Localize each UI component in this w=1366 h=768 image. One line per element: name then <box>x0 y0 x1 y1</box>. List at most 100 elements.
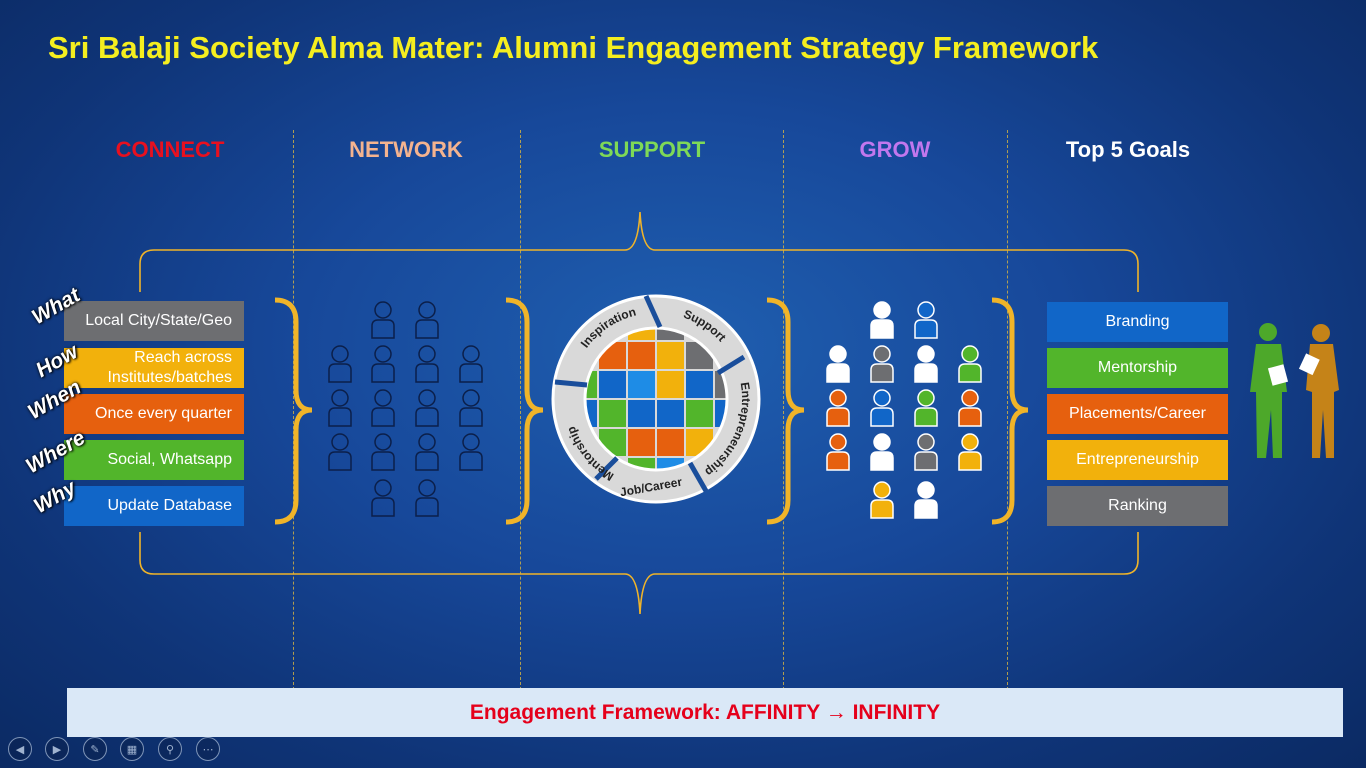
mosaic-tile <box>657 371 684 398</box>
network-person-icon <box>415 433 439 471</box>
grow-person-icon <box>914 481 938 519</box>
connect-item-label: Local City/State/Geo <box>85 312 232 329</box>
grow-person-icon <box>870 301 894 339</box>
network-person-icon <box>371 389 395 427</box>
connect-item-where: Social, Whatsapp <box>64 440 244 480</box>
mosaic-tile <box>715 400 726 427</box>
brace-grow <box>991 297 1029 525</box>
grow-person-icon <box>914 301 938 339</box>
page-title: Sri Balaji Society Alma Mater: Alumni En… <box>48 30 1099 65</box>
footer-text: Engagement Framework: AFFINITY → INFINIT… <box>469 700 941 724</box>
mosaic-tile <box>657 429 684 456</box>
column-divider <box>783 130 784 690</box>
connect-item-why: Update Database <box>64 486 244 526</box>
zoom-icon[interactable]: ⚲ <box>158 737 182 761</box>
grow-person-icon <box>870 389 894 427</box>
column-divider <box>1007 130 1008 690</box>
next-icon[interactable]: ▶ <box>45 737 69 761</box>
svg-text:Mentorship: Mentorship <box>564 425 616 484</box>
grow-person-icon <box>826 389 850 427</box>
slides-icon[interactable]: ▦ <box>120 737 144 761</box>
goal-mentorship: Mentorship <box>1047 348 1228 388</box>
network-person-icon <box>371 345 395 383</box>
network-people-group <box>328 301 483 517</box>
mosaic-tile <box>599 400 626 427</box>
mosaic-tile <box>628 458 655 469</box>
support-cycle-wheel <box>551 294 761 504</box>
more-icon[interactable]: ⋯ <box>196 737 220 761</box>
cycle-label-mentorship: Mentorship <box>564 425 616 484</box>
businessman-silhouette <box>1250 323 1289 458</box>
mosaic-tile <box>628 400 655 427</box>
brace-support <box>766 297 805 525</box>
grow-person-icon <box>914 433 938 471</box>
network-person-icon <box>328 345 352 383</box>
goal-branding: Branding <box>1047 302 1228 342</box>
network-person-icon <box>459 389 483 427</box>
goal-entrepreneurship: Entrepreneurship <box>1047 440 1228 480</box>
connect-item-label: Social, Whatsapp <box>107 451 232 468</box>
mosaic-tile <box>686 371 713 398</box>
brace-network <box>505 297 544 525</box>
network-person-icon <box>371 301 395 339</box>
mosaic-tile <box>657 458 684 469</box>
svg-text:Support: Support <box>682 307 729 344</box>
grow-person-icon <box>826 345 850 383</box>
connect-item-label: Update Database <box>107 497 232 514</box>
mosaic-tile <box>628 429 655 456</box>
network-person-icon <box>328 433 352 471</box>
network-person-icon <box>415 345 439 383</box>
connect-item-what: Local City/State/Geo <box>64 301 244 341</box>
mosaic-tile <box>586 371 597 398</box>
brace-connect <box>274 297 313 525</box>
grow-person-icon <box>870 481 894 519</box>
cycle-label-support: Support <box>682 307 729 344</box>
column-divider <box>520 130 521 690</box>
column-header-goals: Top 5 Goals <box>1065 137 1191 162</box>
footer-banner: Engagement Framework: AFFINITY → INFINIT… <box>67 688 1343 737</box>
network-person-icon <box>459 433 483 471</box>
network-person-icon <box>415 389 439 427</box>
mosaic-tile <box>715 371 726 398</box>
connect-item-label: Reach across Institutes/batches <box>107 349 232 386</box>
mosaic-tile <box>657 329 684 340</box>
grow-people-group <box>826 301 982 519</box>
cycle-label-job-career: Job/Career <box>619 475 683 500</box>
column-header-grow: GROW <box>859 137 931 162</box>
mosaic-tile <box>599 371 626 398</box>
grow-person-icon <box>958 345 982 383</box>
cycle-label-inspiration: Inspiration <box>578 305 638 351</box>
grow-person-icon <box>870 345 894 383</box>
mosaic-tile <box>586 400 597 427</box>
mosaic-globe <box>586 329 726 469</box>
svg-text:Inspiration: Inspiration <box>578 305 638 351</box>
grow-person-icon <box>870 433 894 471</box>
goal-placements-career: Placements/Career <box>1047 394 1228 434</box>
mosaic-tile <box>686 400 713 427</box>
mosaic-tile <box>657 342 684 369</box>
network-person-icon <box>371 433 395 471</box>
network-person-icon <box>328 389 352 427</box>
cycle-label-entrepreneurship: Entrepreneurship <box>702 381 753 479</box>
column-header-network: NETWORK <box>349 137 463 162</box>
network-person-icon <box>415 301 439 339</box>
mosaic-tile <box>628 329 655 340</box>
svg-text:Entrepreneurship: Entrepreneurship <box>702 381 753 479</box>
goal-ranking: Ranking <box>1047 486 1228 526</box>
mosaic-tile <box>628 371 655 398</box>
grow-person-icon <box>914 389 938 427</box>
network-person-icon <box>459 345 483 383</box>
connect-item-label: Once every quarter <box>95 405 232 422</box>
connect-item-when: Once every quarter <box>64 394 244 434</box>
grow-person-icon <box>958 433 982 471</box>
column-header-support: SUPPORT <box>598 137 706 162</box>
previous-icon[interactable]: ◀ <box>8 737 32 761</box>
column-divider <box>293 130 294 690</box>
pen-icon[interactable]: ✎ <box>83 737 107 761</box>
grow-person-icon <box>914 345 938 383</box>
connect-item-how: Reach across Institutes/batches <box>64 348 244 388</box>
mosaic-tile <box>628 342 655 369</box>
grow-person-icon <box>958 389 982 427</box>
